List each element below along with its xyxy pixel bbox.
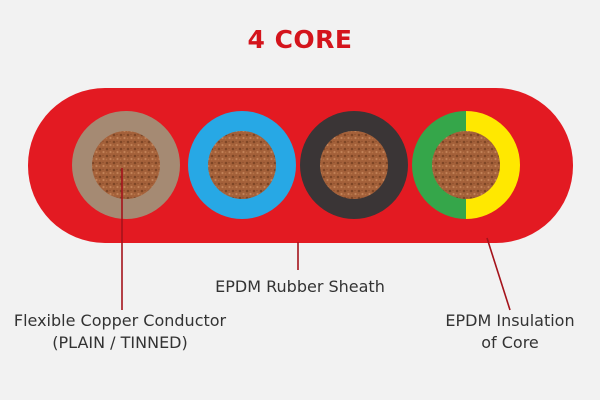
copper-conductor [92, 131, 160, 199]
core-1-brown [72, 111, 180, 219]
core-3-black [300, 111, 408, 219]
copper-conductor [320, 131, 388, 199]
diagram-title: 4 CORE [247, 25, 353, 54]
sheath-label: EPDM Rubber Sheath [190, 276, 410, 298]
insulation-label: EPDM Insulation of Core [425, 310, 595, 354]
conductor-label-line-1: Flexible Copper Conductor [13, 311, 227, 330]
insulation-label-line-1: EPDM Insulation [445, 311, 575, 330]
conductor-label: Flexible Copper Conductor (PLAIN / TINNE… [0, 310, 240, 354]
sheath-label-line-1: EPDM Rubber Sheath [215, 277, 385, 296]
insulation-label-line-2: of Core [481, 333, 539, 352]
insulation-leader-line [486, 237, 511, 311]
copper-conductor [432, 131, 500, 199]
copper-conductor [208, 131, 276, 199]
core-2-blue [188, 111, 296, 219]
conductor-label-line-2: (PLAIN / TINNED) [52, 333, 188, 352]
core-4-green-yellow [412, 111, 520, 219]
